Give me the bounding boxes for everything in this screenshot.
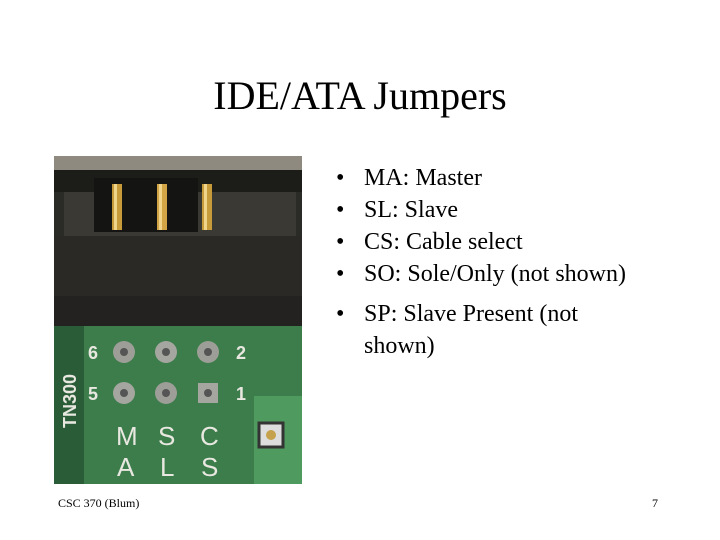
- jumper-letter-l: L: [160, 452, 174, 482]
- bullet-item: • SO: Sole/Only (not shown): [336, 258, 636, 290]
- bullet-text: MA: Master: [364, 165, 482, 191]
- bullet-item: • MA: Master: [336, 162, 636, 194]
- bullet-item: • CS: Cable select: [336, 226, 636, 258]
- board-label: TN300: [60, 374, 80, 428]
- bullet-dot: •: [336, 301, 345, 327]
- solder-pads: [113, 341, 285, 449]
- bullet-text: SL: Slave: [364, 197, 458, 223]
- bullet-dot: •: [336, 261, 345, 287]
- bullet-dot: •: [336, 165, 345, 191]
- slide-title: IDE/ATA Jumpers: [213, 73, 507, 118]
- bullet-text: CS: Cable select: [364, 229, 523, 255]
- pin-number-5: 5: [88, 384, 98, 404]
- footer-course: CSC 370 (Blum): [58, 496, 140, 510]
- jumper-letter-a: A: [117, 452, 135, 482]
- bullet-item: • SL: Slave: [336, 194, 636, 226]
- pin-number-2: 2: [236, 343, 246, 363]
- page-number: 7: [652, 496, 658, 510]
- jumper-letter-c: C: [200, 421, 219, 451]
- jumper-letter-s: S: [158, 421, 175, 451]
- bullet-list: • MA: Master • SL: Slave • CS: Cable select…: [336, 162, 636, 362]
- bullet-text: SO: Sole/Only (not shown): [364, 261, 627, 287]
- jumper-letter-m: M: [116, 421, 138, 451]
- bullet-item: • SP: Slave Present (not shown): [336, 298, 636, 362]
- jumper-photo: TN300 6 5 2 1 M S C A L S: [54, 156, 302, 484]
- pin-number-1: 1: [236, 384, 246, 404]
- bullet-dot: •: [336, 229, 345, 255]
- jumper-letter-s2: S: [201, 452, 218, 482]
- pin-number-6: 6: [88, 343, 98, 363]
- bullet-dot: •: [336, 197, 345, 223]
- bullet-text: SP: Slave Present (not shown): [364, 301, 578, 359]
